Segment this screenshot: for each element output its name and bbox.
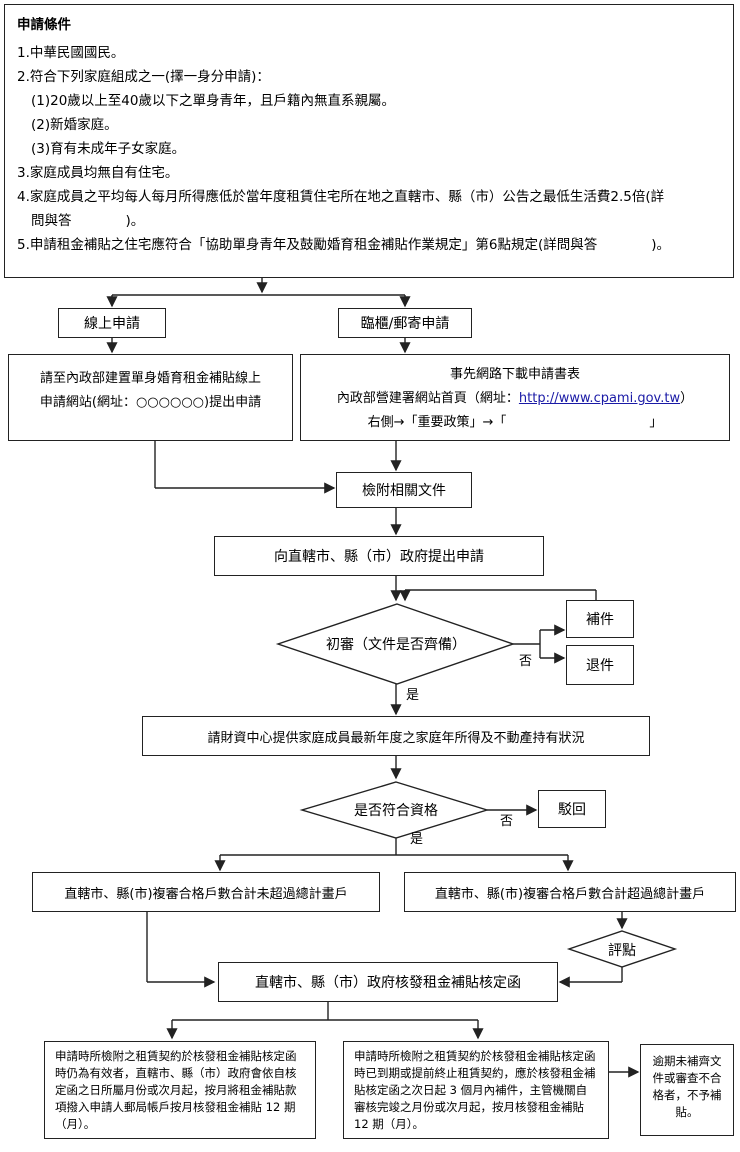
submit-application-node: 向直轄市、縣（市）政府提出申請 — [214, 536, 544, 576]
attach-documents-node: 檢附相關文件 — [336, 472, 472, 508]
overdue-note: 逾期未補齊文件或審查不合格者，不予補貼。 — [640, 1044, 734, 1136]
initial-review-decision: 初審（文件是否齊備） — [326, 637, 466, 653]
online-application-detail: 請至內政部建置單身婚育租金補貼線上 申請網站(網址：○○○○○○)提出申請 — [8, 354, 293, 441]
eligibility-conditions-box: 申請條件 1.中華民國國民。 2.符合下列家庭組成之一(擇一身分申請)： (1)… — [4, 4, 734, 278]
online-detail-line: 請至內政部建置單身婚育租金補貼線上 — [39, 371, 261, 386]
counter-application-detail: 事先網路下載申請書表 內政部營建署網站首頁（網址：http://www.cpam… — [300, 354, 730, 441]
reject-node: 駁回 — [538, 790, 606, 828]
return-node: 退件 — [566, 645, 634, 685]
condition-item: 4.家庭成員之平均每人每月所得應低於當年度租賃住宅所在地之直轄市、縣（市）公告之… — [17, 189, 665, 205]
eligibility-decision: 是否符合資格 — [354, 803, 438, 819]
yes-label: 是 — [410, 832, 424, 847]
no-label: 否 — [500, 814, 514, 829]
counter-detail-line: 內政部營建署網站首頁（網址：http://www.cpami.gov.tw） — [307, 387, 723, 411]
condition-item: 2.符合下列家庭組成之一(擇一身分申請)： — [17, 69, 270, 85]
condition-item: 5.申請租金補貼之住宅應符合「協助單身青年及鼓勵婚育租金補貼作業規定」第6點規定… — [17, 237, 671, 253]
conditions-title: 申請條件 — [17, 17, 71, 33]
expired-lease-note: 申請時所檢附之租賃契約於核發租金補貼核定函時已到期或提前終止租賃契約，應於核發租… — [343, 1041, 609, 1139]
condition-item: 1.中華民國國民。 — [17, 45, 125, 61]
not-exceed-quota-node: 直轄市、縣(市)複審合格戶數合計未超過總計畫戶 — [32, 872, 380, 912]
condition-item: 3.家庭成員均無自有住宅。 — [17, 165, 179, 181]
valid-lease-note: 申請時所檢附之租賃契約於核發租金補貼核定函時仍為有效者，直轄市、縣（市）政府會依… — [44, 1041, 316, 1139]
counter-detail-text: 內政部營建署網站首頁（網址： — [336, 391, 519, 406]
counter-mail-application-node: 臨櫃/郵寄申請 — [338, 308, 472, 338]
yes-label: 是 — [406, 688, 420, 703]
condition-item-continued: 問與答 )。 — [31, 213, 145, 229]
exceed-quota-node: 直轄市、縣(市)複審合格戶數合計超過總計畫戶 — [404, 872, 736, 912]
supplement-node: 補件 — [566, 600, 634, 638]
cpami-website-link[interactable]: http://www.cpami.gov.tw — [518, 391, 681, 406]
finance-center-node: 請財資中心提供家庭成員最新年度之家庭年所得及不動產持有狀況 — [142, 716, 650, 756]
scoring-decision: 評點 — [608, 943, 636, 959]
counter-detail-text: ） — [680, 391, 694, 406]
issue-approval-letter-node: 直轄市、縣（市）政府核發租金補貼核定函 — [218, 962, 558, 1002]
condition-subitem: (2)新婚家庭。 — [31, 117, 118, 133]
counter-detail-line: 事先網路下載申請書表 — [449, 367, 580, 382]
condition-subitem: (1)20歲以上至40歲以下之單身青年，且戶籍內無直系親屬。 — [31, 93, 395, 109]
online-application-node: 線上申請 — [58, 308, 166, 338]
condition-subitem: (3)育有未成年子女家庭。 — [31, 141, 186, 157]
no-label: 否 — [519, 654, 533, 669]
counter-detail-line: 右側→「重要政策」→「 」 — [367, 415, 663, 430]
online-detail-line: 申請網站(網址：○○○○○○)提出申請 — [39, 395, 262, 410]
